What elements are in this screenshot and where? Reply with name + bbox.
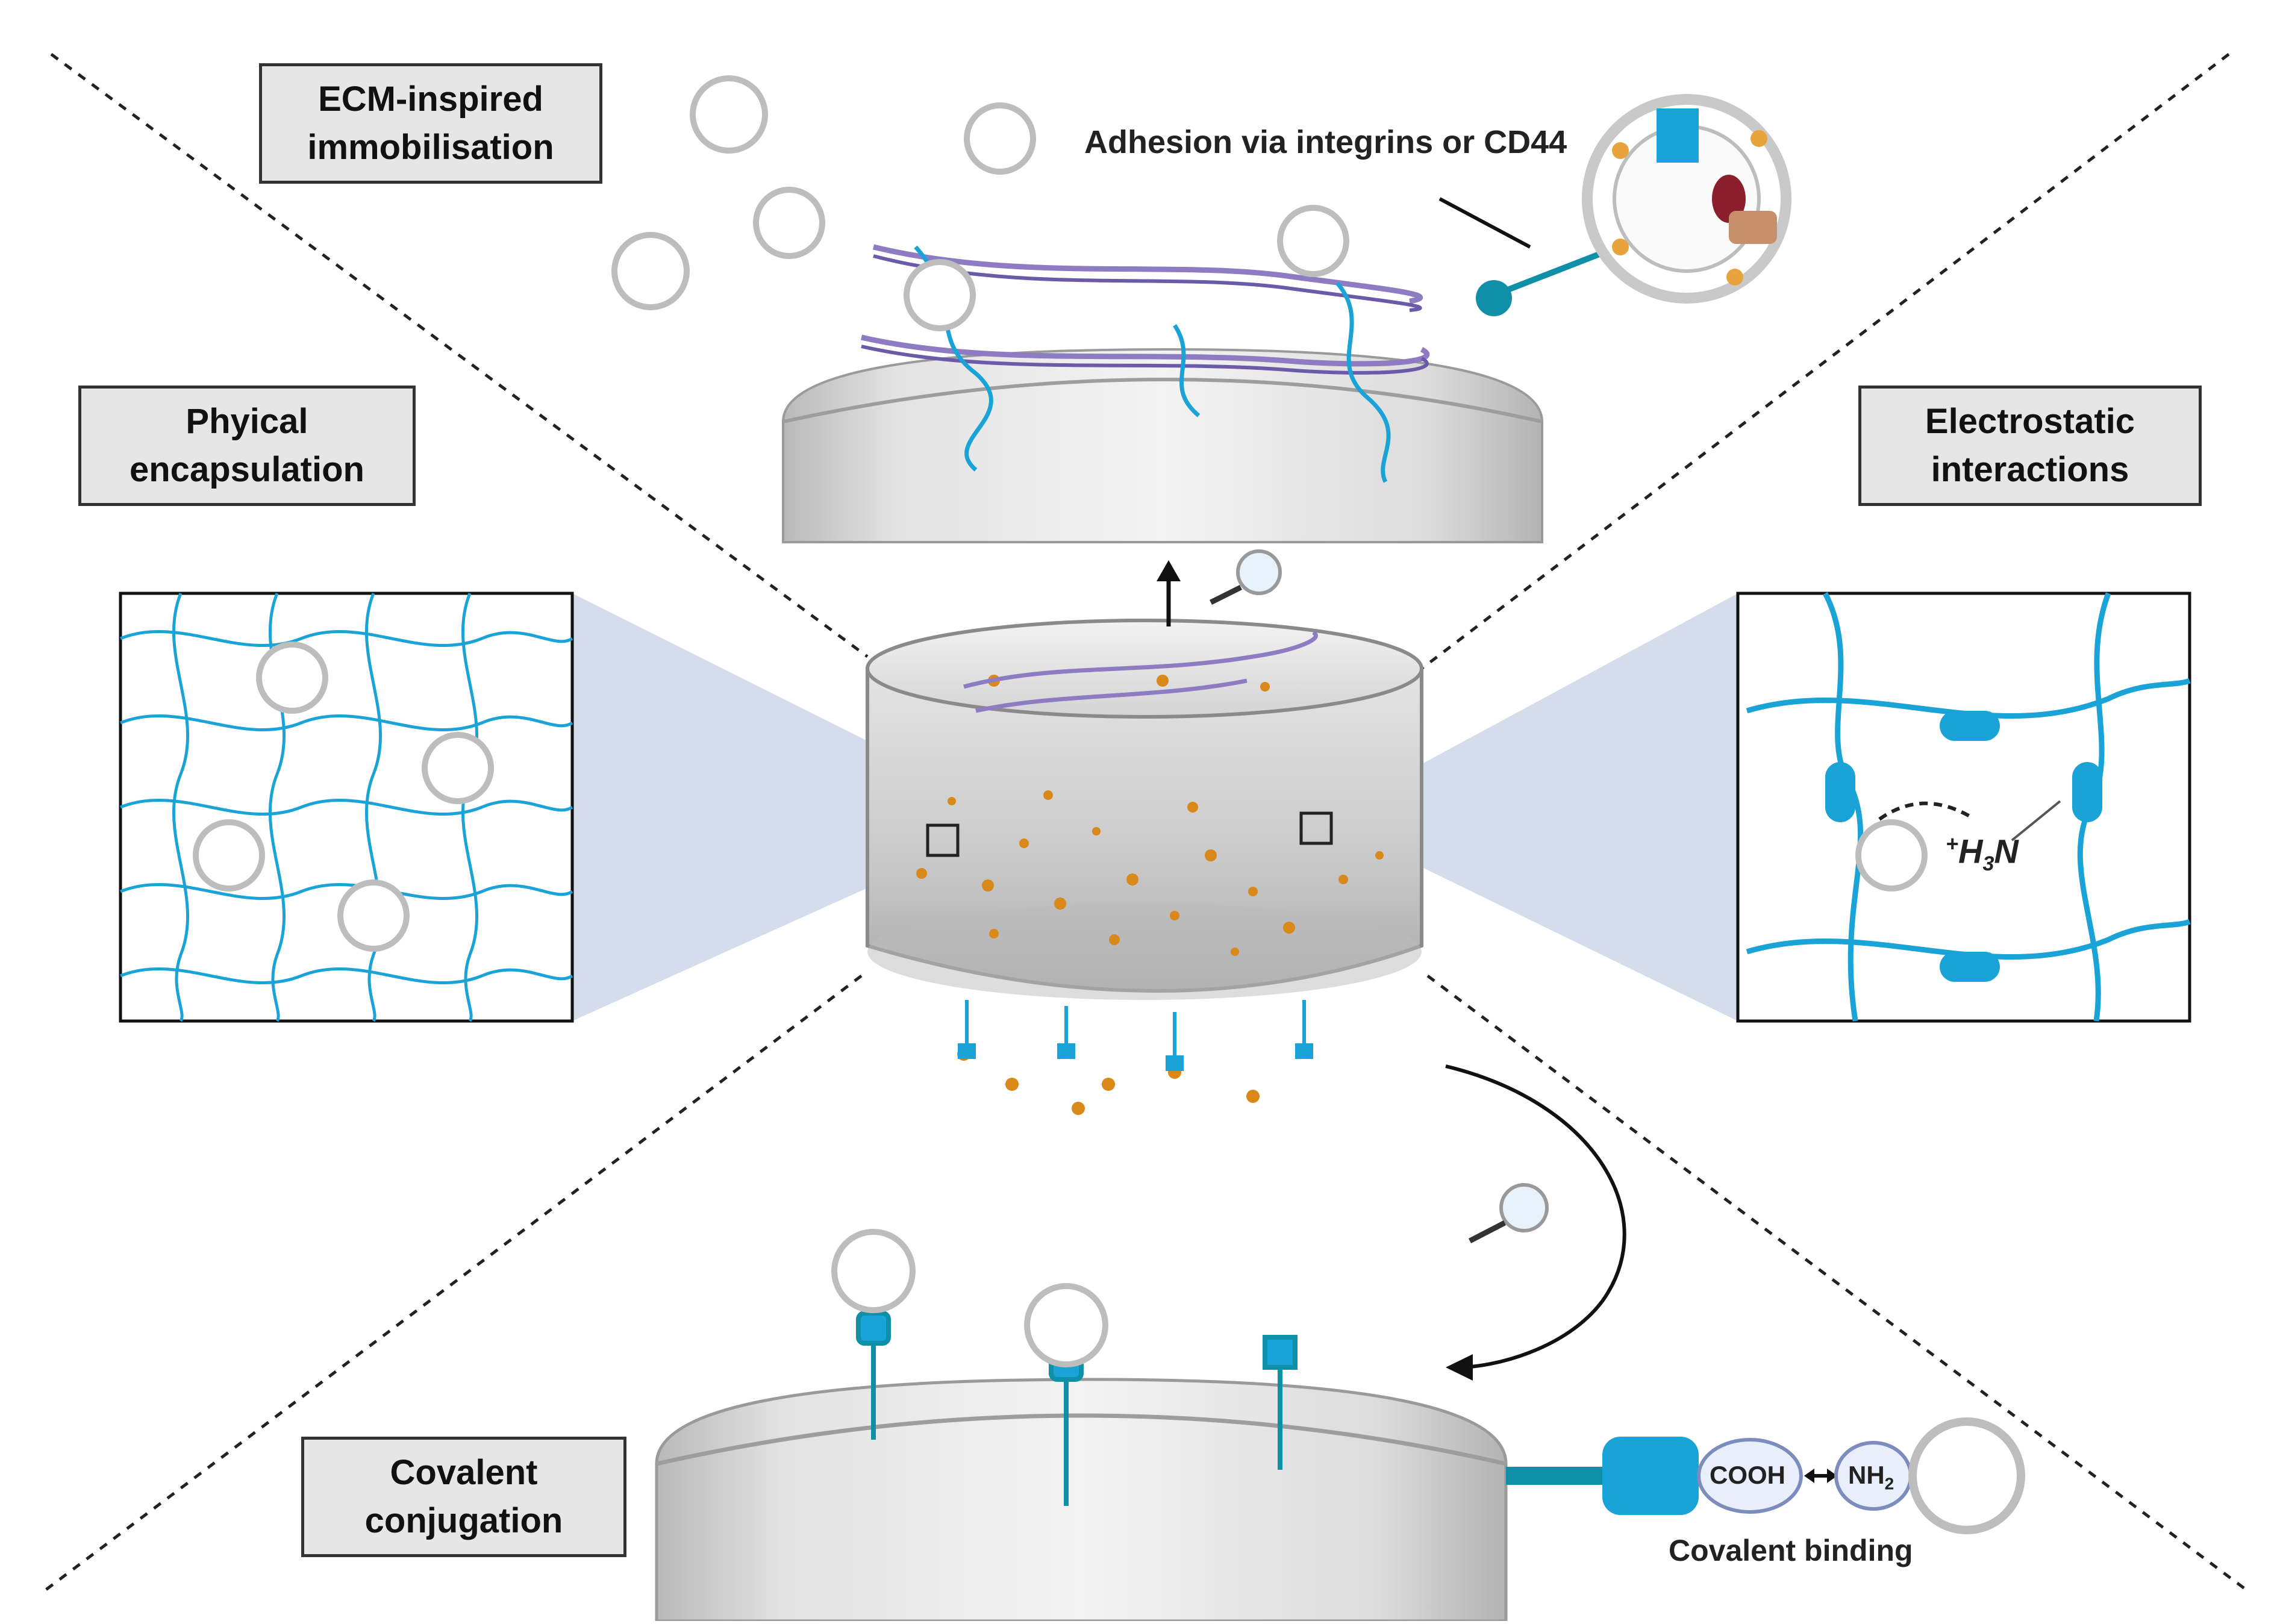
covalent-label-line2: conjugation bbox=[364, 1501, 563, 1540]
ammonium-charge: + bbox=[1946, 831, 1959, 856]
nh2-subscript: 2 bbox=[1884, 1474, 1894, 1493]
large-vesicle bbox=[1582, 94, 1791, 304]
divider-lines bbox=[44, 52, 2248, 1591]
electrostatic-label-line1: Electrostatic bbox=[1925, 402, 2135, 441]
small-vesicles-top bbox=[611, 75, 1349, 331]
curved-arrow bbox=[1445, 1064, 1626, 1381]
magnifier-icon-2 bbox=[1468, 1183, 1549, 1243]
physical-label-line1: Phyical bbox=[186, 402, 308, 441]
collagen-fibres bbox=[861, 244, 1430, 375]
ecm-label: ECM-inspired immobilisation bbox=[259, 63, 602, 184]
hanging-anchors bbox=[958, 1000, 1313, 1071]
ammonium-subscript: 3 bbox=[1982, 852, 1994, 875]
bottom-scaffold bbox=[655, 1378, 1508, 1623]
electrostatic-panel bbox=[1736, 592, 2191, 1023]
zoom-wedges bbox=[572, 593, 1738, 1021]
release-arrow bbox=[1157, 560, 1181, 626]
covalent-binding-annotation: Covalent binding bbox=[1669, 1534, 1913, 1567]
small-vesicles-bottom bbox=[831, 1229, 1108, 1367]
magnifier-icon bbox=[1209, 549, 1282, 605]
electrostatic-label: Electrostatic interactions bbox=[1858, 386, 2202, 506]
physical-label-line2: encapsulation bbox=[130, 450, 364, 489]
nh2-label: NH2 bbox=[1848, 1461, 1894, 1493]
ammonium-n: N bbox=[1994, 832, 2019, 870]
top-scaffold bbox=[782, 348, 1543, 543]
nh2-main: NH bbox=[1848, 1461, 1885, 1489]
covalent-label-line1: Covalent bbox=[390, 1453, 538, 1492]
electrostatic-label-line2: interactions bbox=[1931, 450, 2129, 489]
ammonium-h: H bbox=[1958, 832, 1983, 870]
physical-label: Phyical encapsulation bbox=[78, 386, 416, 506]
receptor-glyph bbox=[1438, 197, 1604, 316]
scaffold-particles bbox=[916, 675, 1384, 956]
ecm-label-line1: ECM-inspired bbox=[318, 80, 543, 119]
adhesion-annotation: Adhesion via integrins or CD44 bbox=[1084, 124, 1567, 160]
scaffold-top-fibres bbox=[963, 630, 1318, 713]
cooh-label: COOH bbox=[1710, 1461, 1785, 1489]
covalent-scheme bbox=[1506, 1417, 2025, 1534]
ecm-label-line2: immobilisation bbox=[307, 128, 554, 167]
released-particles bbox=[957, 1048, 1260, 1115]
covalent-label: Covalent conjugation bbox=[301, 1437, 626, 1557]
central-scaffold bbox=[866, 619, 1423, 1000]
encapsulation-panel bbox=[119, 592, 574, 1023]
ammonium-label: +H3N bbox=[1946, 831, 2019, 876]
